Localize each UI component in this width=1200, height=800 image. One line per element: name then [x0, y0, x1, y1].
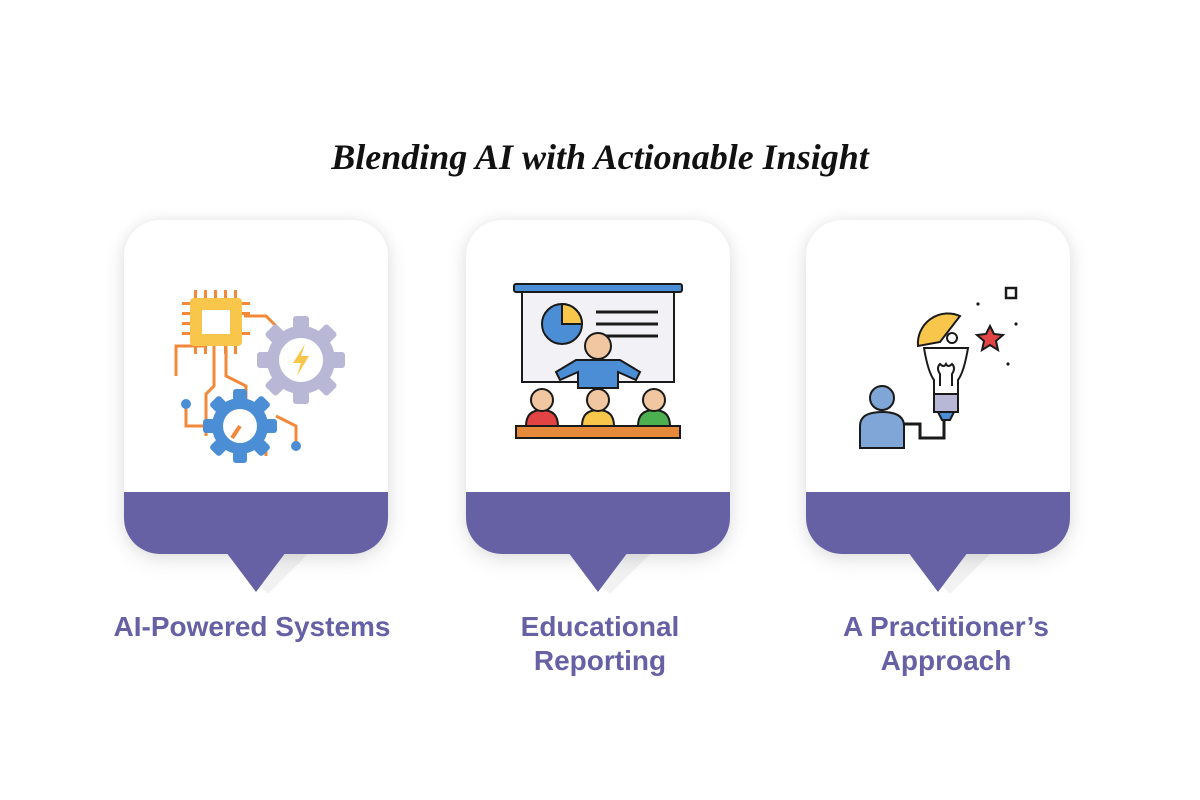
- label-line1: A Practitioner’s: [843, 611, 1049, 642]
- label-line2: Reporting: [533, 645, 667, 676]
- card-pointer: [226, 552, 286, 592]
- label-practitioners-approach: A Practitioner’s Approach: [776, 610, 1116, 678]
- card-ai-powered-systems: [124, 220, 388, 594]
- label-educational-reporting: Educational Reporting: [430, 610, 770, 678]
- person-lightbulb-icon: [859, 286, 1018, 449]
- card-band: [806, 492, 1070, 554]
- card-educational-reporting: [466, 220, 730, 594]
- card-box: [124, 220, 388, 554]
- presentation-icon: [513, 283, 683, 439]
- card-pointer: [568, 552, 628, 592]
- card-pointer: [908, 552, 968, 592]
- card-band: [466, 492, 730, 554]
- page-title: Blending AI with Actionable Insight: [331, 137, 869, 177]
- label-ai-powered-systems: AI-Powered Systems: [82, 610, 422, 644]
- label-text: AI-Powered Systems: [113, 611, 391, 642]
- label-line2: Approach: [880, 645, 1012, 676]
- chip-gears-icon: [174, 290, 345, 463]
- card-band: [124, 492, 388, 554]
- card-practitioners-approach: [806, 220, 1070, 594]
- card-box: [466, 220, 730, 554]
- label-line1: Educational: [520, 611, 680, 642]
